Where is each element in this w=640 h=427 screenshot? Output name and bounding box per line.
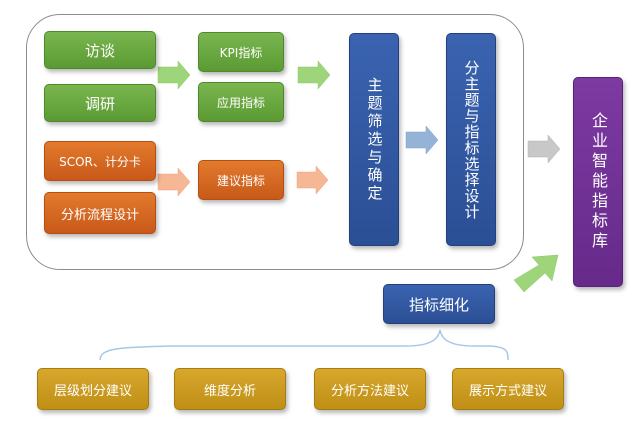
subtopic-design-box: 分主题与指标选择设计 <box>446 33 496 246</box>
indicator-kpi-box: KPI指标 <box>198 32 284 72</box>
arrow-diagonal-icon <box>513 254 559 293</box>
refinement-item: 分析方法建议 <box>314 368 426 410</box>
source-interview-box: 访谈 <box>44 31 156 69</box>
arrow-right-icon <box>405 125 439 155</box>
refinement-item-label: 展示方式建议 <box>468 383 547 399</box>
subtopic-design-label: 分主题与指标选择设计 <box>462 59 481 220</box>
source-process-design-label: 分析流程设计 <box>60 207 139 223</box>
indicator-suggested-box: 建议指标 <box>198 160 284 200</box>
refinement-item: 维度分析 <box>174 368 286 410</box>
indicator-kpi-label: KPI指标 <box>219 45 263 60</box>
source-scor-box: SCOR、计分卡 <box>44 141 156 181</box>
indicator-application-box: 应用指标 <box>198 82 284 122</box>
arrow-right-icon <box>527 134 561 164</box>
source-research-box: 调研 <box>44 84 156 122</box>
refinement-item-label: 层级划分建议 <box>53 383 132 399</box>
enterprise-library-box: 企业智能指标库 <box>573 77 623 287</box>
brace-connector <box>99 329 509 361</box>
source-process-design-box: 分析流程设计 <box>44 192 156 234</box>
topic-selection-label: 主题筛选与确定 <box>365 76 384 203</box>
source-interview-label: 访谈 <box>84 41 115 60</box>
source-research-label: 调研 <box>84 94 115 113</box>
indicator-suggested-label: 建议指标 <box>216 173 265 188</box>
refinement-item-label: 分析方法建议 <box>330 383 409 399</box>
enterprise-library-label: 企业智能指标库 <box>589 112 608 252</box>
refinement-item: 展示方式建议 <box>452 368 564 410</box>
arrow-right-icon <box>297 60 331 90</box>
source-scor-label: SCOR、计分卡 <box>59 154 141 169</box>
arrow-right-icon <box>296 165 329 195</box>
indicator-application-label: 应用指标 <box>216 95 265 110</box>
refinement-item: 层级划分建议 <box>37 368 149 410</box>
main-process-frame <box>26 14 524 270</box>
arrow-right-icon <box>157 167 191 197</box>
refinement-label: 指标细化 <box>408 295 469 314</box>
topic-selection-box: 主题筛选与确定 <box>349 33 399 246</box>
arrow-right-icon <box>157 60 191 90</box>
refinement-box: 指标细化 <box>383 284 495 324</box>
refinement-item-label: 维度分析 <box>203 383 256 399</box>
